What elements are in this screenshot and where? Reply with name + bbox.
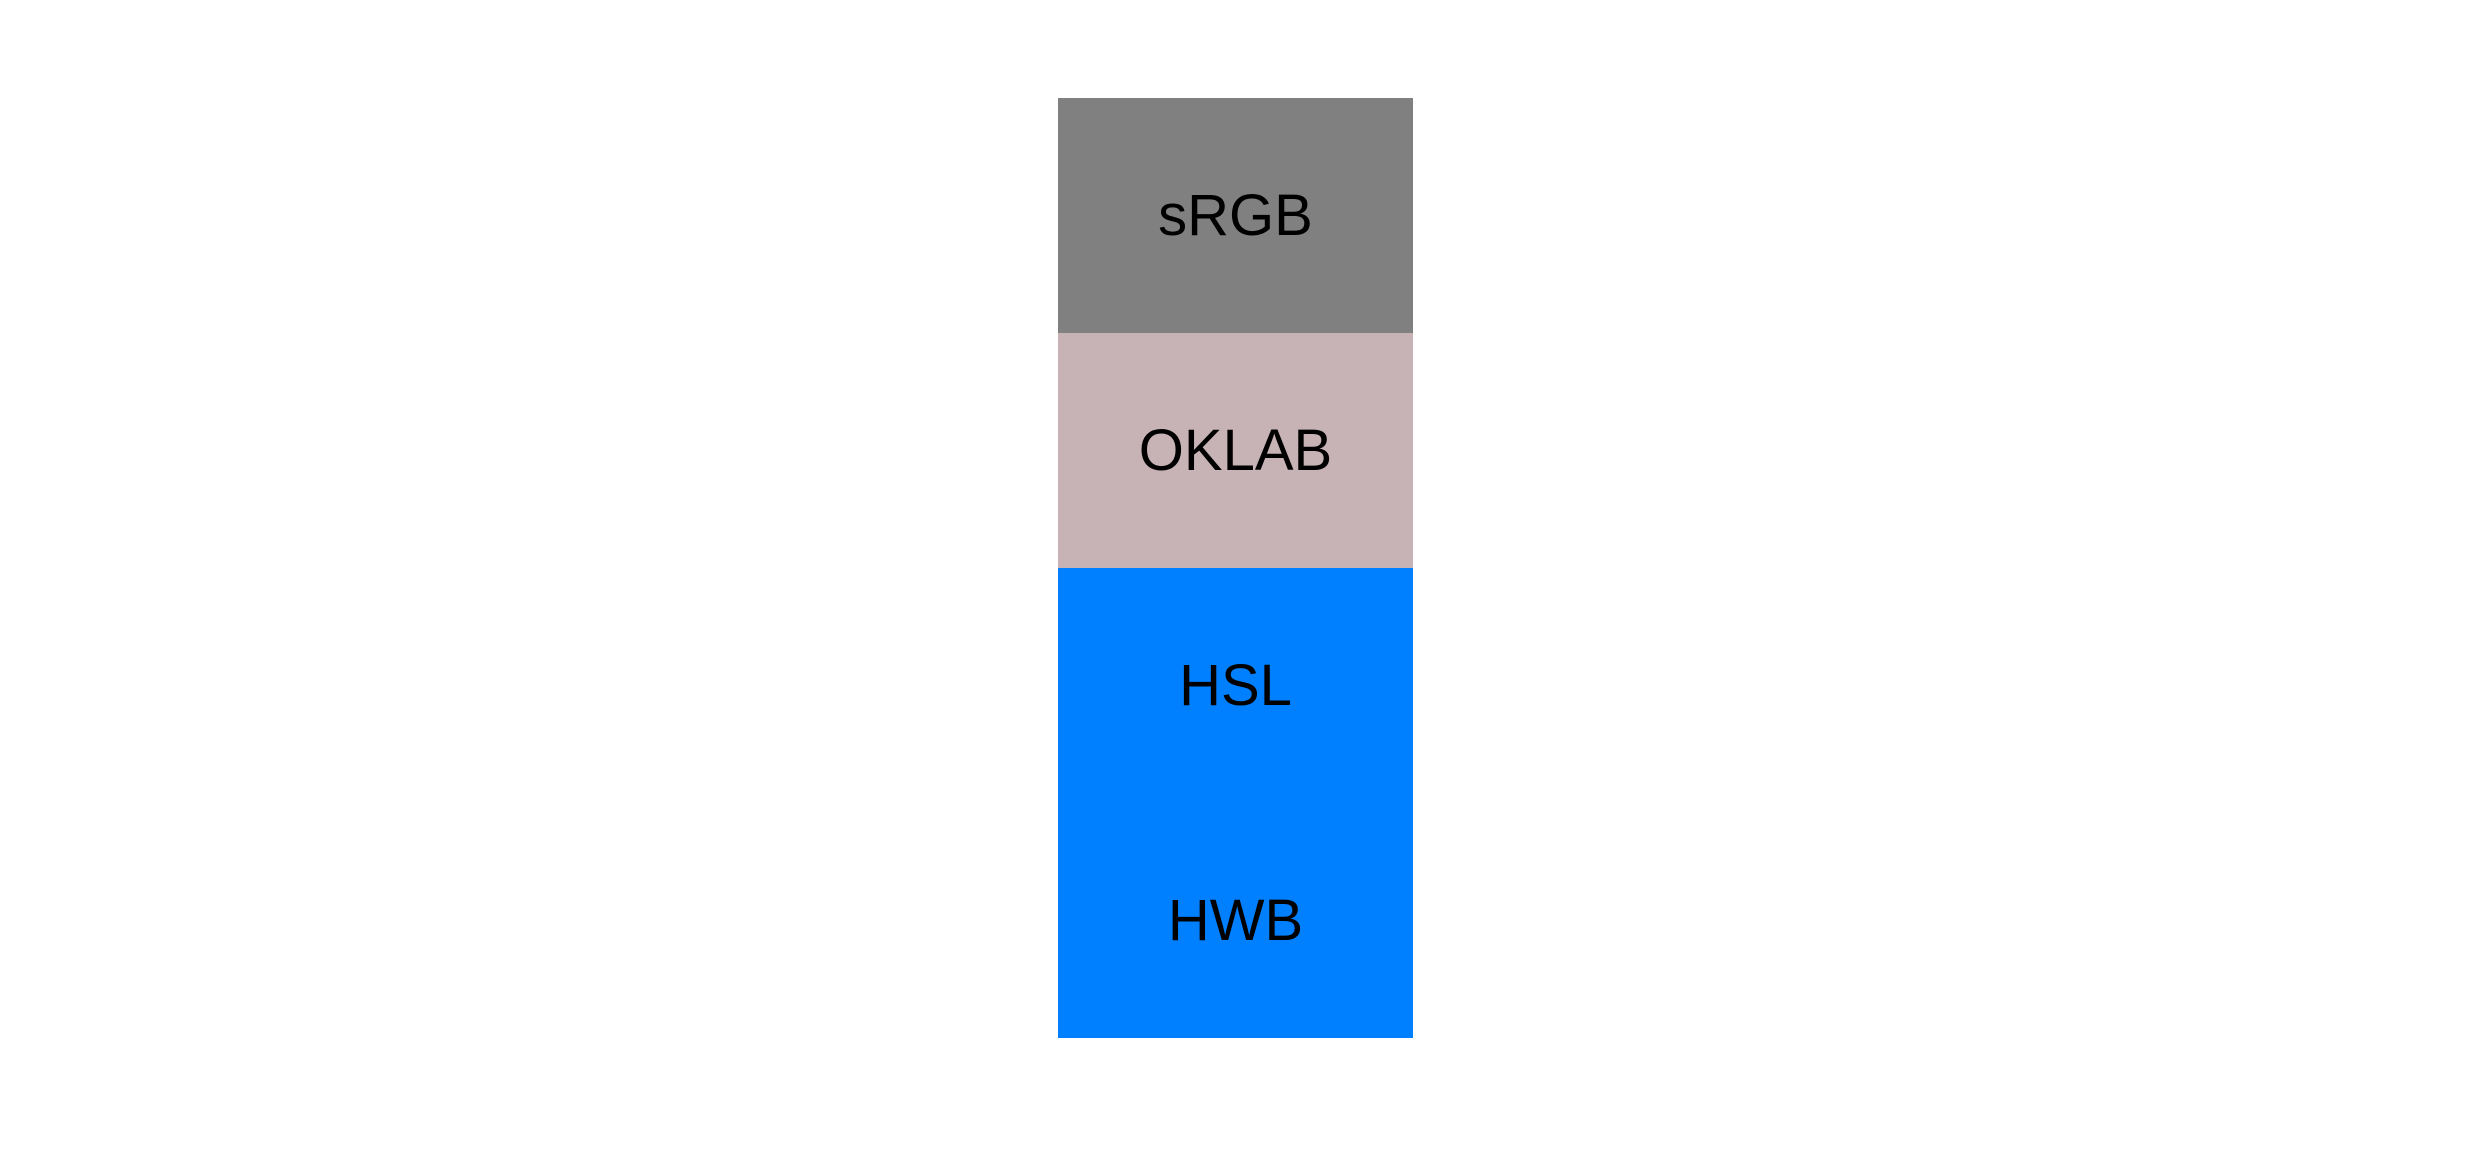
swatch-label-oklab: OKLAB <box>1138 417 1333 483</box>
swatch-oklab[interactable]: OKLAB <box>1058 333 1413 568</box>
swatch-label-srgb: sRGB <box>1158 182 1313 248</box>
color-interpolation-swatch-stack: sRGB OKLAB HSL HWB <box>1058 98 1413 1038</box>
swatch-hwb[interactable]: HWB <box>1058 803 1413 1038</box>
swatch-label-hsl: HSL <box>1179 652 1292 718</box>
swatch-label-hwb: HWB <box>1167 887 1304 953</box>
swatch-hsl[interactable]: HSL <box>1058 568 1413 803</box>
swatch-srgb[interactable]: sRGB <box>1058 98 1413 333</box>
